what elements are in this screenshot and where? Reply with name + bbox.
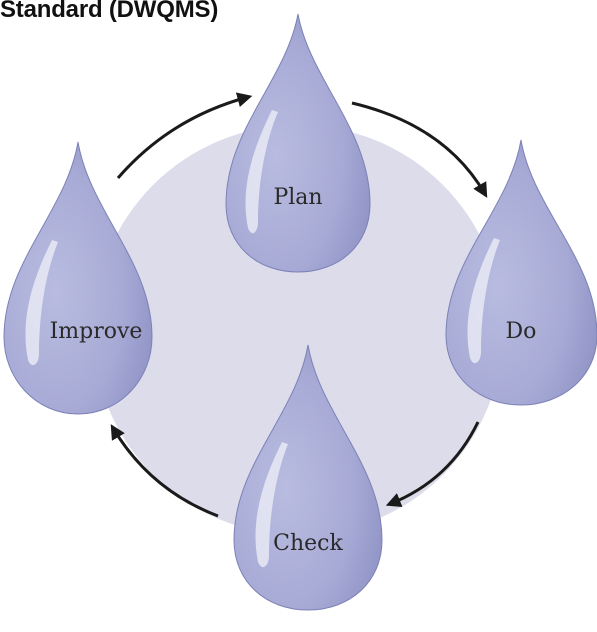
drop-label-plan: Plan (273, 185, 322, 210)
arrow-plan-to-do (351, 101, 488, 198)
drop-label-improve: Improve (50, 319, 143, 344)
drop-improve: Improve (3, 141, 153, 415)
cycle-background-circle (93, 125, 503, 535)
drop-check: Check (233, 344, 383, 611)
drop-label-check: Check (273, 531, 343, 556)
arrow-check-to-improve (110, 424, 219, 518)
arrow-do-to-check (385, 421, 480, 508)
arrow-improve-to-plan (116, 92, 253, 179)
drop-label-do: Do (506, 319, 537, 344)
drop-do: Do (445, 139, 597, 406)
diagram-title: Standard (DWQMS) (0, 0, 219, 23)
drop-plan: Plan (225, 13, 371, 273)
